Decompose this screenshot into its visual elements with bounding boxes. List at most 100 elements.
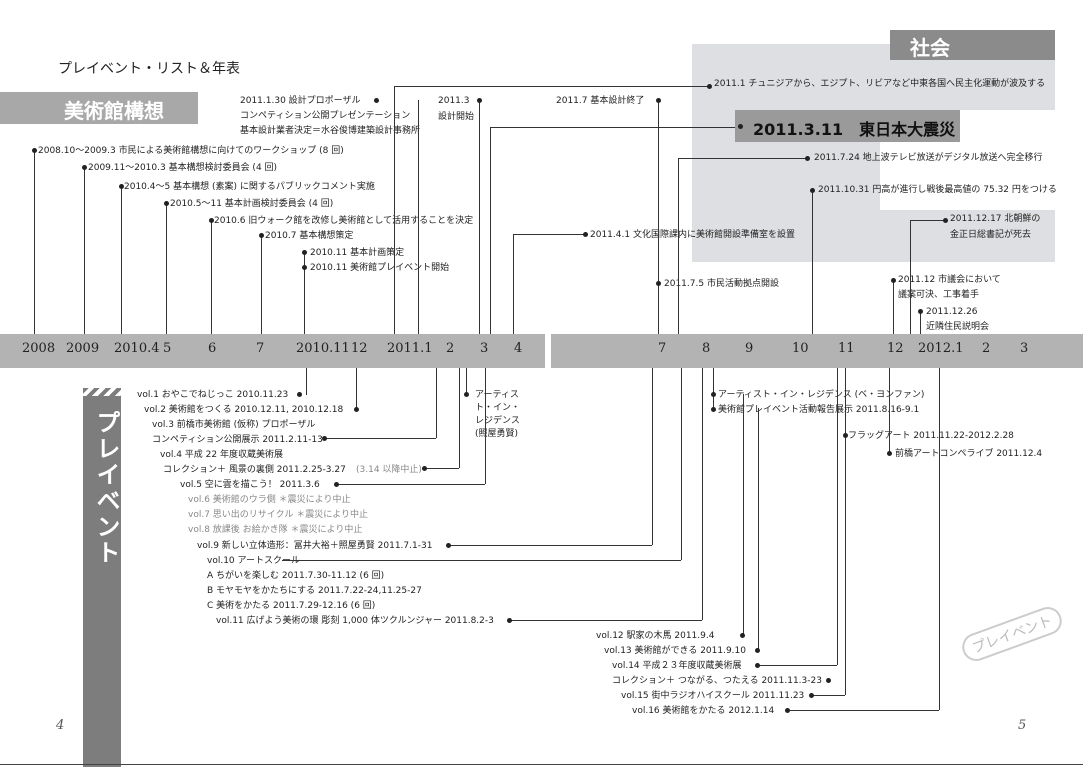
preevent-item: フラッグアート 2011.11.22-2012.2.28 xyxy=(848,431,1014,441)
axis-label: 2008 xyxy=(22,341,56,356)
preevent-item: vol.12 駅家の木馬 2011.9.4 xyxy=(596,631,715,641)
event-dot xyxy=(297,392,302,397)
band-break xyxy=(545,334,551,368)
event-dot xyxy=(656,281,661,286)
connector-line xyxy=(743,394,744,635)
event-dot xyxy=(707,84,712,89)
event-dot xyxy=(302,265,307,270)
preevent-stamp: プレイベント xyxy=(958,603,1066,665)
connector-line xyxy=(282,560,681,561)
event-dot xyxy=(477,98,482,103)
connector-line xyxy=(34,150,35,334)
timeline-event: 近隣住民説明会 xyxy=(926,322,990,332)
connector-line xyxy=(889,368,890,452)
bottom-rule xyxy=(0,764,1083,765)
connector-line xyxy=(450,545,652,546)
axis-label: 5 xyxy=(163,341,172,356)
event-dot xyxy=(334,482,339,487)
preevent-item: vol.1 おやこでねじっこ 2010.11.23 xyxy=(137,390,289,400)
preevent-item-cancelled: vol.7 思い出のリサイクル ＊震災により中止 xyxy=(188,510,369,520)
event-dot xyxy=(918,309,923,314)
axis-label: 7 xyxy=(658,341,667,356)
preevent-item: (照屋勇賢) xyxy=(475,429,519,439)
connector-line xyxy=(510,620,702,621)
connector-line xyxy=(121,186,122,334)
axis-label: 12 xyxy=(887,341,904,356)
timeline-event: 2010.6 旧ウォーク館を改修し美術館として活用することを決定 xyxy=(214,216,474,226)
event-dot xyxy=(422,466,427,471)
preevent-banner: プレイベント xyxy=(83,392,121,767)
axis-label: 8 xyxy=(702,341,711,356)
axis-label: 7 xyxy=(256,341,265,356)
timeline-event: 2010.11 美術館プレイベント開始 xyxy=(310,263,450,273)
event-dot xyxy=(887,451,892,456)
society-event: 金正日総書記が死去 xyxy=(950,230,1032,240)
connector-line xyxy=(418,100,419,334)
zigzag-edge xyxy=(83,388,121,396)
event-dot xyxy=(755,648,760,653)
connector-line xyxy=(678,158,808,159)
connector-line xyxy=(713,368,714,408)
connector-line xyxy=(84,167,85,334)
connector-line xyxy=(812,190,813,334)
preevent-item: ト・イン・ xyxy=(475,403,521,413)
axis-label: 12 xyxy=(351,341,368,356)
connector-line xyxy=(837,368,838,665)
preevent-item-cancelled: vol.8 放課後 お絵かき隊 ＊震災により中止 xyxy=(188,525,363,535)
connector-line xyxy=(652,368,653,545)
event-dot xyxy=(809,693,814,698)
event-dot xyxy=(583,232,588,237)
timeline-band xyxy=(548,334,1083,368)
preevent-item: vol.10 アートスクール xyxy=(207,556,300,566)
connector-line xyxy=(513,234,588,235)
event-dot xyxy=(656,98,661,103)
preevent-item: コレクション＋ つながる、つたえる 2011.11.3-23 xyxy=(612,676,822,686)
connector-line xyxy=(356,368,357,410)
connector-line xyxy=(920,311,921,334)
event-dot xyxy=(740,633,745,638)
event-dot xyxy=(738,124,743,129)
society-banner: 社会 xyxy=(890,30,1055,60)
event-dot xyxy=(446,543,451,548)
connector-line xyxy=(678,158,679,334)
axis-label: 2 xyxy=(446,341,455,356)
axis-label: 2010.4 xyxy=(114,341,160,356)
connector-line xyxy=(513,234,514,334)
timeline-event: 2010.4～5 基本構想 (素案) に関するパブリックコメント実施 xyxy=(124,182,375,192)
axis-label: 9 xyxy=(745,341,754,356)
connector-line xyxy=(211,220,212,334)
timeline-event: 2011.1.30 設計プロポーザル xyxy=(240,96,361,106)
connector-line xyxy=(394,86,710,87)
preevent-item: vol.3 前橋市美術館 (仮称) プロポーザル xyxy=(152,420,316,430)
event-dot xyxy=(209,218,214,223)
connector-line xyxy=(910,220,948,221)
preevent-item: vol.15 街中ラジオハイスクール 2011.11.23 xyxy=(621,691,805,701)
preevent-item: vol.13 美術館ができる 2011.9.10 xyxy=(604,646,746,656)
connector-line xyxy=(466,368,467,394)
preevent-item: vol.9 新しい立体造形：冨井大裕＋照屋勇賢 2011.7.1-31 xyxy=(197,541,433,551)
axis-label: 2012.1 xyxy=(918,341,964,356)
axis-label: 2009 xyxy=(66,341,100,356)
event-dot xyxy=(32,148,37,153)
connector-line xyxy=(304,252,305,334)
timeline-event: 2009.11～2010.3 基本構想検討委員会 (4 回) xyxy=(88,163,278,173)
connector-line xyxy=(893,280,894,334)
society-event: 2011.12.17 北朝鮮の xyxy=(950,214,1041,224)
event-dot xyxy=(891,278,896,283)
timeline-event: 基本設計業者決定＝水谷俊博建築設計事務所 xyxy=(240,126,421,136)
preevent-item-cancelled: vol.6 美術館のウラ側 ＊震災により中止 xyxy=(188,495,351,505)
page-number-right: 5 xyxy=(1018,718,1027,733)
event-dot xyxy=(843,433,848,438)
connector-line xyxy=(910,220,911,334)
preevent-subitem: C 美術をかたる 2011.7.29-12.16 (6 回) xyxy=(207,601,376,611)
timeline-event: 2010.7 基本構想策定 xyxy=(265,231,354,241)
preevent-item: アーティス xyxy=(475,390,519,400)
preevent-item: 前橋アートコンペライブ 2011.12.4 xyxy=(895,449,1043,459)
axis-label: 3 xyxy=(1020,341,1029,356)
connector-line xyxy=(436,368,437,438)
connector-line xyxy=(306,368,307,395)
connector-line xyxy=(166,203,167,334)
connector-line xyxy=(490,127,735,128)
society-event: 2011.7.24 地上波テレビ放送がデジタル放送へ完全移行 xyxy=(814,153,1043,163)
event-dot xyxy=(82,165,87,170)
